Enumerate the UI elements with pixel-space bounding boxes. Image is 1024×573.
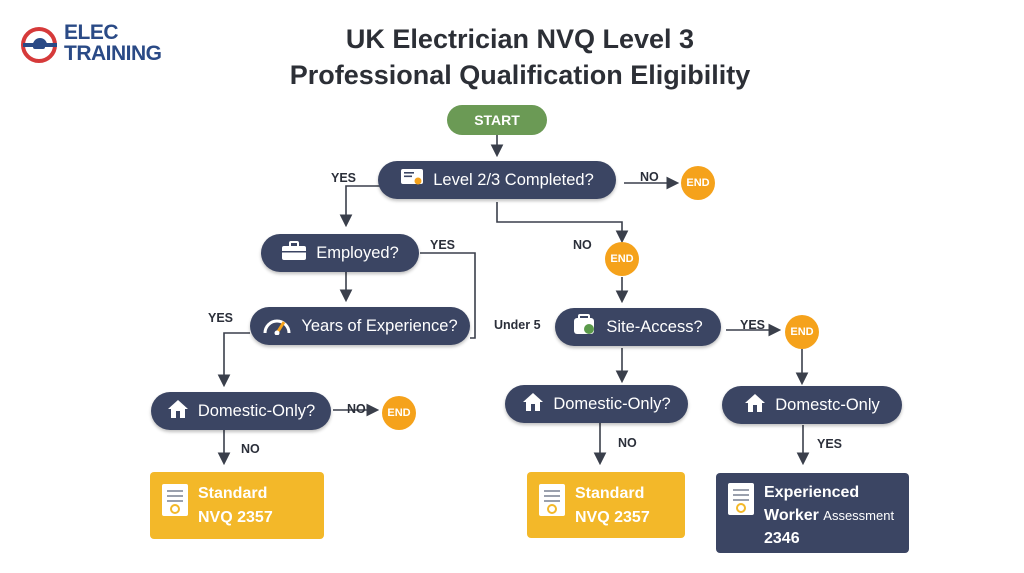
house-icon [522,392,544,417]
end-node-domestic-left: END [382,396,416,430]
result-mid-line-2: NVQ 2357 [575,509,650,526]
experience-label: Years of Experience? [301,316,458,335]
house-icon [167,399,189,424]
site-access-node: Site-Access? [555,308,721,346]
domestic-only-mid-node: Domestic-Only? [505,385,688,423]
label-no-mid-down: NO [618,436,637,450]
result-right-line-2b: Assessment [823,508,895,523]
page-title-line-1: UK Electrician NVQ Level 3 [345,24,695,54]
level-completed-node: Level 2/3 Completed? [378,161,616,199]
house-icon [744,393,766,418]
end-node-mid: END [605,242,639,276]
logo-line-2: TRAINING [64,42,162,65]
level-completed-label: Level 2/3 Completed? [433,170,594,189]
domestic-only-right-node: Domestc-Only [722,386,902,424]
employed-node: Employed? [261,234,419,272]
end-node-site-access: END [785,315,819,349]
label-yes-employed: YES [430,238,456,252]
document-icon [162,484,188,516]
result-right-line-1: Experienced [764,484,860,501]
start-node: START [447,105,547,135]
document-icon [539,484,565,516]
result-left-line-2: NVQ 2357 [198,509,273,526]
domestic-only-right-label: Domestc-Only [775,395,880,414]
label-no-level: NO [640,170,659,184]
result-experienced-worker: Experienced Worker Assessment 2346 [716,473,909,553]
label-no-mid: NO [573,238,592,252]
domestic-only-left-label: Domestic-Only? [197,401,316,420]
label-no-left-down: NO [241,442,260,456]
label-yes-site-access: YES [740,318,766,332]
label-no-domestic-left: NO [347,402,366,416]
briefcase-icon [281,240,307,266]
label-yes-right-down: YES [817,437,843,451]
logo: ELEC TRAINING [20,22,170,68]
certificate-icon [400,168,424,193]
logo-line-1: ELEC [64,21,119,44]
label-under-5: Under 5 [494,318,541,332]
page-title-line-2: Professional Qualification Eligibility [289,60,751,90]
result-standard-left: Standard NVQ 2357 [150,472,324,539]
domestic-only-left-node: Domestic-Only? [151,392,331,430]
result-left-line-1: Standard [198,485,268,502]
result-right-line-3: 2346 [764,530,800,547]
employed-label: Employed? [316,243,399,262]
document-icon [728,483,754,515]
experience-node: Years of Experience? [250,307,470,345]
result-right-line-2a: Worker [764,507,824,524]
site-badge-icon [573,313,597,341]
result-mid-line-1: Standard [575,485,645,502]
gauge-icon [262,313,292,340]
label-yes-level: YES [331,171,357,185]
end-node-level: END [681,166,715,200]
plug-icon [21,27,57,63]
label-yes-experience: YES [208,311,234,325]
result-standard-mid: Standard NVQ 2357 [527,472,685,538]
domestic-only-mid-label: Domestic-Only? [553,394,671,413]
site-access-label: Site-Access? [606,317,703,336]
